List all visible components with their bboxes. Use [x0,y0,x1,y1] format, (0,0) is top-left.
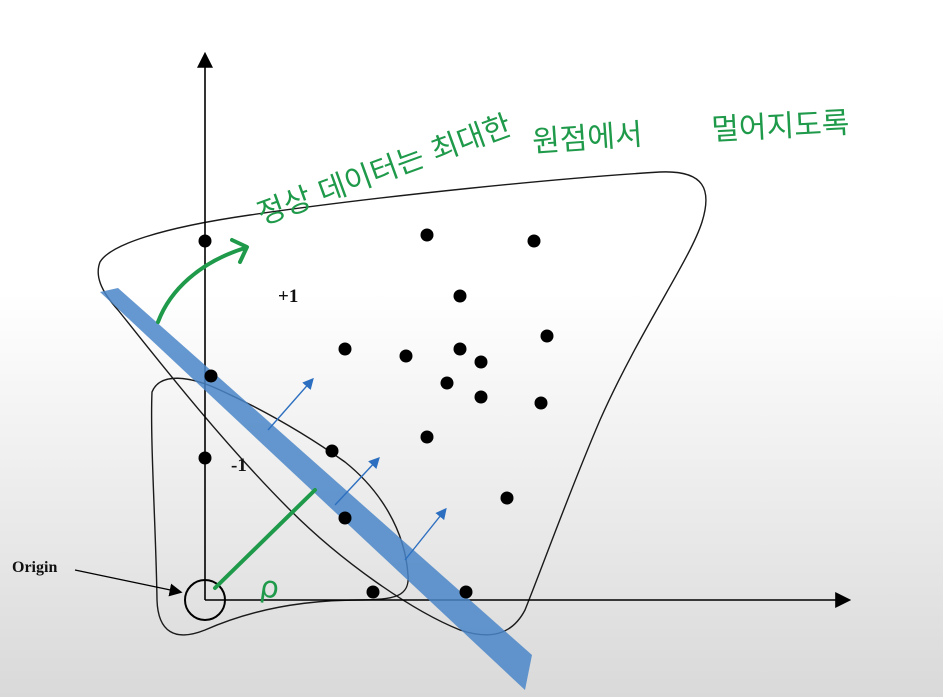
normal-arrow-1 [267,377,314,431]
normal-arrow-3 [404,507,447,561]
normal-arrow-2 [334,456,380,506]
data-point [474,390,488,404]
data-point [453,342,467,356]
data-point [440,376,454,390]
origin-circle [184,579,226,621]
data-point [540,329,554,343]
data-point [420,228,434,242]
green-curved-arrow [156,238,249,324]
rho-distance-line [213,488,317,590]
data-point [399,349,413,363]
data-point [204,369,218,383]
positive-class-label: +1 [278,286,298,307]
data-point [527,234,541,248]
data-point [338,511,352,525]
annotation-line-2: 원점에서 [531,117,644,160]
positive-region-boundary [97,171,707,636]
data-point [500,491,514,505]
data-point [325,444,339,458]
data-points [198,228,554,599]
data-point [453,289,467,303]
data-point [474,355,488,369]
data-point [338,342,352,356]
data-point [198,451,212,465]
data-point [534,396,548,410]
rho-symbol: ρ [258,569,282,606]
annotation-line-3: 멀어지도록 [711,106,851,148]
origin-pointer-arrow [74,569,183,597]
data-point [420,430,434,444]
data-point [459,585,473,599]
origin-label: Origin [12,559,57,576]
data-point [198,234,212,248]
data-point [366,585,380,599]
negative-class-label: -1 [231,455,247,476]
